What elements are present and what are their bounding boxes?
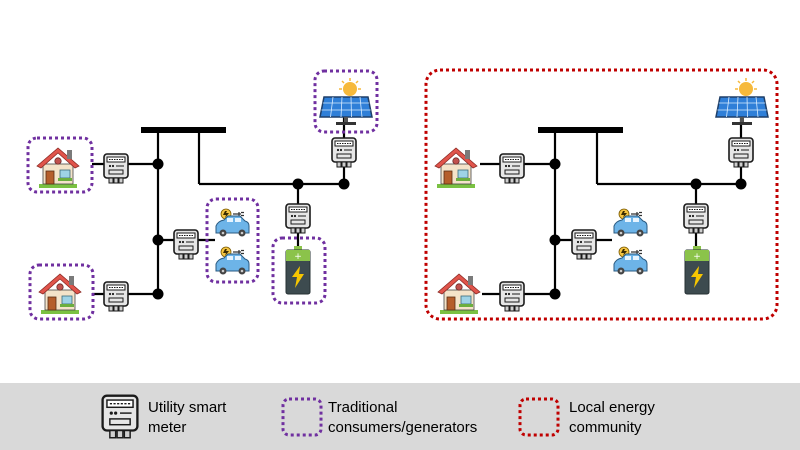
- house-icon: [434, 147, 478, 189]
- house-icon: [36, 147, 80, 189]
- legend-swatches: [101, 394, 560, 439]
- right-node: [549, 234, 561, 246]
- traditional-box-solar: [313, 69, 379, 134]
- legend-traditional-label: Traditional consumers/generators: [328, 398, 477, 438]
- smart-meter-icon: [499, 281, 525, 312]
- left-node: [152, 158, 164, 170]
- electric-car-icon: [613, 208, 648, 238]
- traditional-box-house-1: [26, 136, 94, 194]
- smart-meter-icon: [103, 153, 129, 184]
- smart-meter-icon: [103, 281, 129, 312]
- solar-panel-icon: [319, 77, 373, 126]
- smart-meter-icon: [499, 153, 525, 184]
- traditional-box-battery: [271, 236, 327, 305]
- smart-meter-icon: [101, 394, 139, 439]
- right-node: [735, 178, 747, 190]
- left-node: [152, 234, 164, 246]
- battery-icon: [684, 245, 710, 295]
- traditional-swatch: [281, 397, 323, 437]
- battery-icon: [285, 245, 311, 295]
- electric-car-icon: [613, 246, 648, 276]
- traditional-box-ev: [205, 197, 260, 284]
- left-network: [26, 69, 379, 321]
- right-node: [549, 158, 561, 170]
- left-busbar: [141, 127, 226, 133]
- electric-car-icon: [215, 208, 250, 238]
- house-icon: [437, 273, 481, 315]
- legend: Utility smart meter Traditional consumer…: [0, 383, 800, 450]
- smart-meter-icon: [173, 229, 199, 260]
- legend-community-line2: community: [569, 419, 642, 436]
- solar-panel-icon: [715, 77, 769, 126]
- left-node: [338, 178, 350, 190]
- traditional-box-house-2: [28, 263, 95, 321]
- legend-smart-meter-line1: Utility smart: [148, 399, 227, 416]
- right-node: [549, 288, 561, 300]
- right-busbar: [538, 127, 623, 133]
- house-icon: [38, 273, 82, 315]
- left-node: [292, 178, 304, 190]
- legend-smart-meter-line2: meter: [148, 419, 187, 436]
- smart-meter-icon: [683, 203, 709, 234]
- smart-meter-icon: [331, 137, 357, 168]
- right-network: [424, 68, 779, 321]
- electric-car-icon: [215, 246, 250, 276]
- left-node: [152, 288, 164, 300]
- smart-meter-icon: [285, 203, 311, 234]
- community-swatch: [518, 397, 560, 437]
- smart-meter-icon: [728, 137, 754, 168]
- legend-community-label: Local energy community: [569, 398, 655, 438]
- legend-smart-meter-label: Utility smart meter: [148, 398, 226, 438]
- legend-traditional-line1: Traditional: [328, 399, 398, 416]
- right-node: [690, 178, 702, 190]
- smart-meter-icon: [571, 229, 597, 260]
- legend-community-line1: Local energy: [569, 399, 655, 416]
- legend-traditional-line2: consumers/generators: [328, 419, 478, 436]
